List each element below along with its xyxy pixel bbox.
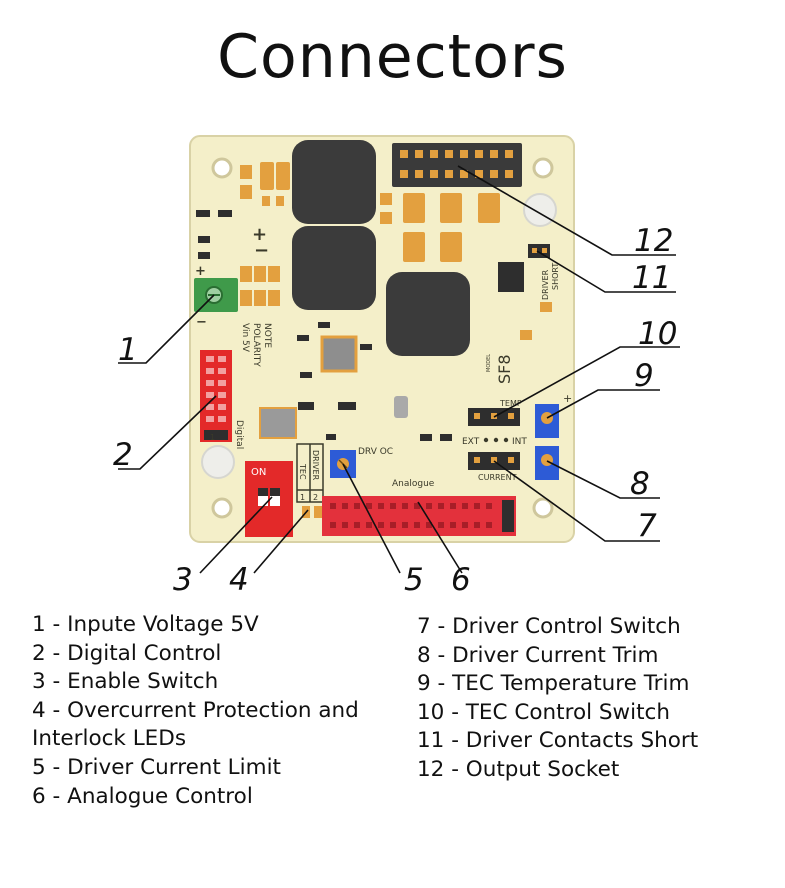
- leader-1: [118, 294, 215, 364]
- inductor: [292, 226, 376, 310]
- standoff-hole: [201, 445, 235, 479]
- legend-item-6: 6 - Analogue Control: [32, 783, 253, 809]
- legend-item-9: 9 - TEC Temperature Trim: [417, 671, 690, 697]
- silk-tec: TEC: [298, 463, 307, 480]
- silk-analogue: Analogue: [392, 479, 435, 489]
- legend-left: 1 - Inpute Voltage 5V 2 - Digital Contro…: [32, 611, 392, 811]
- silk-model-name: SF8: [495, 354, 514, 384]
- legend-item-8: 8 - Driver Current Trim: [417, 642, 659, 668]
- inductor: [292, 140, 376, 224]
- mounting-holes: [201, 157, 557, 519]
- callout-numbers: 1 2 3 4 5 6 7 8 9 10 11 12: [113, 223, 677, 598]
- silk-plus-big: +: [252, 224, 267, 245]
- callout-3: 3: [173, 562, 193, 598]
- silk-minus-bottom: −: [196, 315, 207, 330]
- silk-drv-oc: DRV OC: [358, 447, 393, 457]
- leader-12: [457, 165, 676, 256]
- silk-note: NOTE: [262, 323, 272, 348]
- driver-current-trimmer: [535, 446, 559, 480]
- silk-polarity: POLARITY: [251, 323, 261, 367]
- tec-temperature-trimmer: [535, 404, 559, 438]
- smd-pads: [240, 162, 552, 340]
- pcb-board: [189, 135, 575, 543]
- leader-8: [546, 460, 660, 499]
- legend-item-3: 3 - Enable Switch: [32, 669, 219, 695]
- callout-2: 2: [113, 437, 133, 473]
- legend-item-7: 7 - Driver Control Switch: [417, 614, 681, 639]
- silk-current: CURRENT: [478, 473, 517, 482]
- smd-parts: [196, 210, 524, 441]
- leader-7: [493, 460, 660, 542]
- legend-item-10: 10 - TEC Control Switch: [417, 699, 670, 725]
- driver-short-header: [528, 244, 550, 258]
- analogue-header: [322, 496, 516, 536]
- leader-3: [199, 496, 273, 574]
- callout-6: 6: [451, 562, 471, 598]
- leader-lines: [118, 165, 680, 574]
- mounting-hole: [211, 497, 233, 519]
- silk-minus-big: −: [254, 240, 269, 261]
- silk-short: SHORT: [551, 263, 560, 290]
- mcu-chip: [320, 335, 358, 373]
- standoff-hole: [523, 193, 557, 227]
- callout-11: 11: [632, 260, 671, 296]
- legend-item-11: 11 - Driver Contacts Short: [417, 728, 699, 754]
- silk-int: INT: [512, 437, 527, 447]
- silk-led-two: 2: [313, 493, 318, 502]
- silk-driver: DRIVER: [541, 269, 550, 300]
- silk-temp: TEMP: [499, 399, 522, 408]
- leader-6: [417, 501, 463, 574]
- legend-item-2: 2 - Digital Control: [32, 640, 222, 666]
- inductor: [386, 272, 470, 356]
- silk-digital: Digital: [234, 420, 244, 449]
- page-title: Connectors: [217, 22, 568, 92]
- legend-item-5: 5 - Driver Current Limit: [32, 754, 281, 780]
- output-socket: [392, 143, 522, 187]
- silk-model: MODEL: [486, 354, 492, 372]
- callout-12: 12: [634, 223, 673, 259]
- silk-one: 1: [210, 433, 215, 442]
- leader-2: [118, 395, 217, 470]
- callout-5: 5: [404, 562, 424, 598]
- silk-on: ON: [251, 467, 266, 478]
- mounting-hole: [211, 157, 233, 179]
- leader-11: [536, 250, 676, 293]
- callout-1: 1: [118, 332, 138, 368]
- silkscreen: + − + − NOTE POLARITY Vin 5V Digital 1 O…: [195, 224, 572, 502]
- enable-switch: [245, 461, 293, 537]
- legend-item-12: 12 - Output Socket: [417, 756, 620, 782]
- legend-item-1: 1 - Inpute Voltage 5V: [32, 612, 259, 637]
- silk-plus-top: +: [195, 264, 206, 279]
- crystal: [394, 396, 408, 418]
- callout-4: 4: [229, 562, 249, 598]
- leader-4: [253, 509, 309, 574]
- callout-9: 9: [634, 358, 654, 394]
- callout-8: 8: [630, 466, 650, 502]
- mounting-hole: [532, 497, 554, 519]
- legend-right: 7 - Driver Control Switch 8 - Driver Cur…: [417, 613, 777, 785]
- leader-9: [546, 389, 660, 419]
- silk-vin: Vin 5V: [240, 323, 250, 353]
- silk-led-one: 1: [300, 493, 305, 502]
- silk-driver-led: DRIVER: [311, 450, 320, 481]
- driver-chip: [259, 407, 297, 439]
- board-diagram: + − + − NOTE POLARITY Vin 5V Digital 1 O…: [113, 135, 680, 598]
- callout-10: 10: [638, 316, 677, 352]
- input-terminal: [194, 278, 238, 312]
- leader-10: [493, 346, 680, 418]
- leader-5: [342, 463, 401, 574]
- callout-7: 7: [637, 508, 657, 544]
- legend-item-4: 4 - Overcurrent Protection and Interlock…: [32, 697, 359, 752]
- silk-ext: EXT: [462, 437, 480, 447]
- mounting-hole: [532, 157, 554, 179]
- silk-plus-trim: +: [563, 392, 572, 405]
